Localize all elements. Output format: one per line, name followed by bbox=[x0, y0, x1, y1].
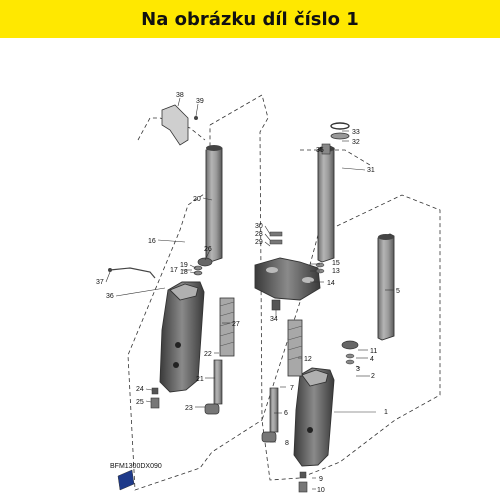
callout-3: 3 bbox=[356, 366, 360, 373]
left-seal-parts bbox=[193, 265, 203, 276]
diagram-reference-code: BFM1300DX090 bbox=[110, 463, 162, 470]
brake-hose-clamp bbox=[108, 267, 156, 279]
callout-4: 4 bbox=[370, 356, 374, 363]
callout-36: 36 bbox=[106, 293, 114, 300]
callout-9: 9 bbox=[319, 476, 323, 483]
callout-18: 18 bbox=[180, 269, 188, 276]
callout-24: 24 bbox=[136, 386, 144, 393]
callout-28: 28 bbox=[255, 231, 263, 238]
callout-39: 39 bbox=[196, 98, 204, 105]
callout-11: 11 bbox=[370, 348, 377, 355]
left-lower-leg bbox=[159, 281, 205, 393]
callout-32: 32 bbox=[352, 139, 360, 146]
callout-7: 7 bbox=[290, 385, 294, 392]
callout-20: 20 bbox=[193, 196, 201, 203]
callout-25: 25 bbox=[136, 399, 144, 406]
callout-15: 15 bbox=[332, 260, 340, 267]
callout-19: 19 bbox=[180, 262, 188, 269]
steering-stem bbox=[317, 145, 335, 263]
top-bracket bbox=[161, 104, 198, 146]
callout-numbers: 1 2 3 4 5 6 7 8 9 10 11 12 13 14 15 16 1… bbox=[96, 92, 400, 494]
right-lower-leg bbox=[293, 367, 335, 467]
callout-6: 6 bbox=[284, 410, 288, 417]
right-damper-rod bbox=[261, 387, 279, 443]
callout-21: 21 bbox=[196, 376, 204, 383]
left-top-cap bbox=[197, 257, 213, 267]
bearing-rings bbox=[321, 122, 350, 155]
callout-16: 16 bbox=[148, 238, 156, 245]
callout-17: 17 bbox=[170, 267, 178, 274]
banner-title: Na obrázku díl číslo 1 bbox=[141, 8, 359, 30]
right-spring bbox=[287, 319, 303, 377]
left-damper-rod bbox=[204, 359, 223, 415]
right-top-cap bbox=[341, 340, 359, 365]
right-bottom-bolts bbox=[298, 471, 308, 493]
arrow-icon bbox=[117, 469, 135, 491]
callout-14: 14 bbox=[327, 280, 335, 287]
callout-1: 1 bbox=[384, 409, 388, 416]
callout-2: 2 bbox=[371, 373, 375, 380]
left-bottom-bolts bbox=[150, 387, 160, 409]
leader-lines bbox=[105, 97, 394, 490]
under-bracket bbox=[254, 257, 321, 301]
callout-31: 31 bbox=[367, 167, 375, 174]
callout-29: 29 bbox=[255, 239, 263, 246]
callout-22: 22 bbox=[204, 351, 212, 358]
callout-13: 13 bbox=[332, 268, 340, 275]
callout-34: 34 bbox=[270, 316, 278, 323]
top-assembly-boundary bbox=[137, 117, 371, 166]
callout-37: 37 bbox=[96, 279, 104, 286]
title-banner: Na obrázku díl číslo 1 bbox=[0, 0, 500, 38]
callout-26: 26 bbox=[204, 246, 212, 253]
right-fork-boundary bbox=[261, 194, 441, 481]
callout-5: 5 bbox=[396, 288, 400, 295]
right-inner-tube bbox=[377, 233, 395, 341]
left-spring bbox=[219, 297, 235, 357]
callout-38: 38 bbox=[176, 92, 184, 99]
callout-23: 23 bbox=[185, 405, 193, 412]
callout-12: 12 bbox=[304, 356, 312, 363]
callout-35: 35 bbox=[316, 147, 324, 154]
callout-10: 10 bbox=[317, 487, 325, 494]
callout-30: 30 bbox=[255, 223, 263, 230]
callout-33: 33 bbox=[352, 129, 360, 136]
callout-27: 27 bbox=[232, 321, 240, 328]
callout-8: 8 bbox=[285, 440, 289, 447]
left-inner-tube bbox=[205, 145, 223, 263]
